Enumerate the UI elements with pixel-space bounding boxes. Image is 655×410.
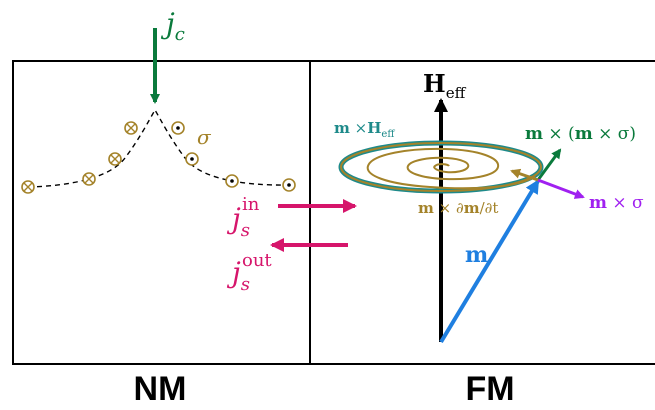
magnetization-vector [439,179,540,344]
effective-field-label: Heff [423,69,467,102]
fm-label: FM [465,370,514,408]
precession-orbit-inner [340,142,542,192]
damping-torque-label: m × ∂m/∂t [418,199,498,217]
spin-out-of-page-icon [282,178,296,192]
nm-region [12,60,311,365]
antidamping-torque-arrow [536,148,562,181]
spin-out-of-page-icon [185,152,199,166]
damping-torque-arrow [510,168,539,182]
field-like-torque-arrow [537,178,585,199]
nm-label: NM [134,370,187,408]
antidamping-torque-label: m × (m × σ) [525,124,636,144]
magnetization-label: m [465,242,488,268]
spin-current-in-sup: in [242,194,260,215]
spin-into-page-icon [124,121,138,135]
sigma-label: σ [197,125,212,149]
spin-out-of-page-icon [225,174,239,188]
fm-region [309,60,655,365]
precession-torque-label: m ×Heff [334,119,395,140]
field-like-torque-label: m × σ [589,193,644,213]
spin-current-out-sup: out [242,250,272,271]
spin-into-page-icon [108,152,122,166]
spin-into-page-icon [21,180,35,194]
damping-spiral [366,147,536,190]
spin-out-of-page-icon [171,121,185,135]
charge-current-label: jc [160,7,185,45]
spin-accumulation-curve [27,108,293,188]
spin-into-page-icon [82,172,96,186]
